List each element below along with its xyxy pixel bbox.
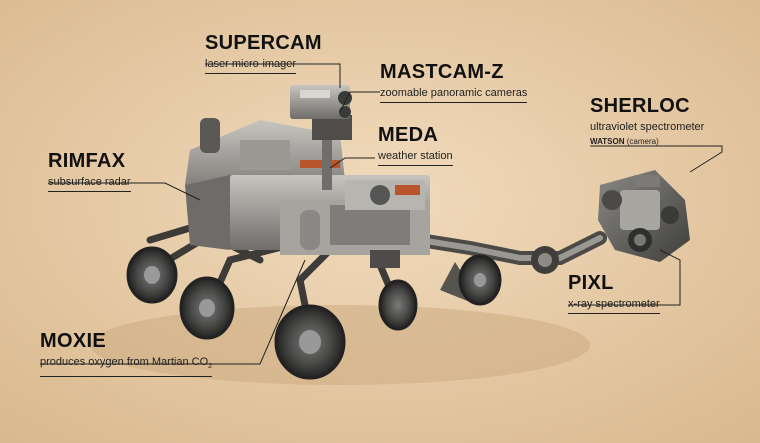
robotic-arm xyxy=(413,231,607,302)
watson-name: WATSON xyxy=(590,137,625,146)
supercam-description: laser micro-imager xyxy=(205,57,297,74)
pixl-callout: PIXL x-ray spectrometer xyxy=(568,272,660,314)
sherloc-title: SHERLOC xyxy=(590,95,690,117)
rimfax-callout: RIMFAX subsurface radar xyxy=(48,150,131,192)
supercam-callout: SUPERCAM laser micro-imager xyxy=(205,32,322,74)
rover-body xyxy=(185,118,430,268)
supercam-title: SUPERCAM xyxy=(205,32,322,54)
wheels xyxy=(126,246,502,380)
meda-title: MEDA xyxy=(378,124,439,146)
rimfax-title: RIMFAX xyxy=(48,150,126,172)
rimfax-description: subsurface radar xyxy=(48,175,131,192)
pixl-description: x-ray spectrometer xyxy=(568,297,660,314)
meda-callout: MEDA weather station xyxy=(378,124,453,166)
sherloc-callout: SHERLOC ultraviolet spectrometer WATSON … xyxy=(590,95,704,148)
mastcam-title: MASTCAM-Z xyxy=(380,61,504,83)
moxie-callout: MOXIE produces oxygen from Martian CO2 xyxy=(40,330,213,378)
moxie-description-text: produces oxygen from Martian CO xyxy=(40,356,209,368)
arm-turret xyxy=(598,170,690,262)
watson-label: WATSON (camera) xyxy=(590,136,704,148)
pixl-title: PIXL xyxy=(568,272,614,294)
moxie-subscript: 2 xyxy=(208,363,213,371)
mast xyxy=(290,85,352,190)
moxie-title: MOXIE xyxy=(40,330,106,352)
leader-lines xyxy=(40,63,723,365)
watson-description: (camera) xyxy=(624,137,659,146)
meda-description: weather station xyxy=(378,149,453,166)
sherloc-description: ultraviolet spectrometer xyxy=(590,121,705,133)
moxie-description: produces oxygen from Martian CO2 xyxy=(40,355,213,378)
mastcam-description: zoomable panoramic cameras xyxy=(380,86,528,103)
mastcam-callout: MASTCAM-Z zoomable panoramic cameras xyxy=(380,61,528,103)
